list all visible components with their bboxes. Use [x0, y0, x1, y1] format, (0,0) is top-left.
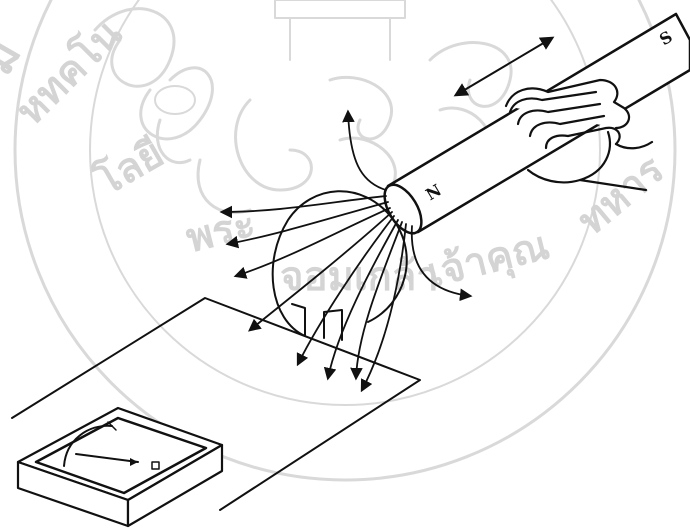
wire-coil — [271, 190, 408, 341]
svg-text:ม: ม — [0, 30, 31, 83]
meter-icon — [16, 406, 224, 528]
svg-text:พระ: พระ — [182, 201, 260, 262]
hand-icon — [504, 78, 654, 192]
svg-text:ทหาร: ทหาร — [569, 146, 673, 244]
double-arrow-icon — [453, 36, 555, 97]
watermark-seal: ม หทคโน โลยี พระ จอมเกล้า เจ้าคุณ ทหาร — [0, 0, 677, 482]
svg-text:เจ้าคุณ: เจ้าคุณ — [423, 222, 554, 298]
base-board — [11, 297, 421, 511]
field-lines — [219, 109, 473, 393]
